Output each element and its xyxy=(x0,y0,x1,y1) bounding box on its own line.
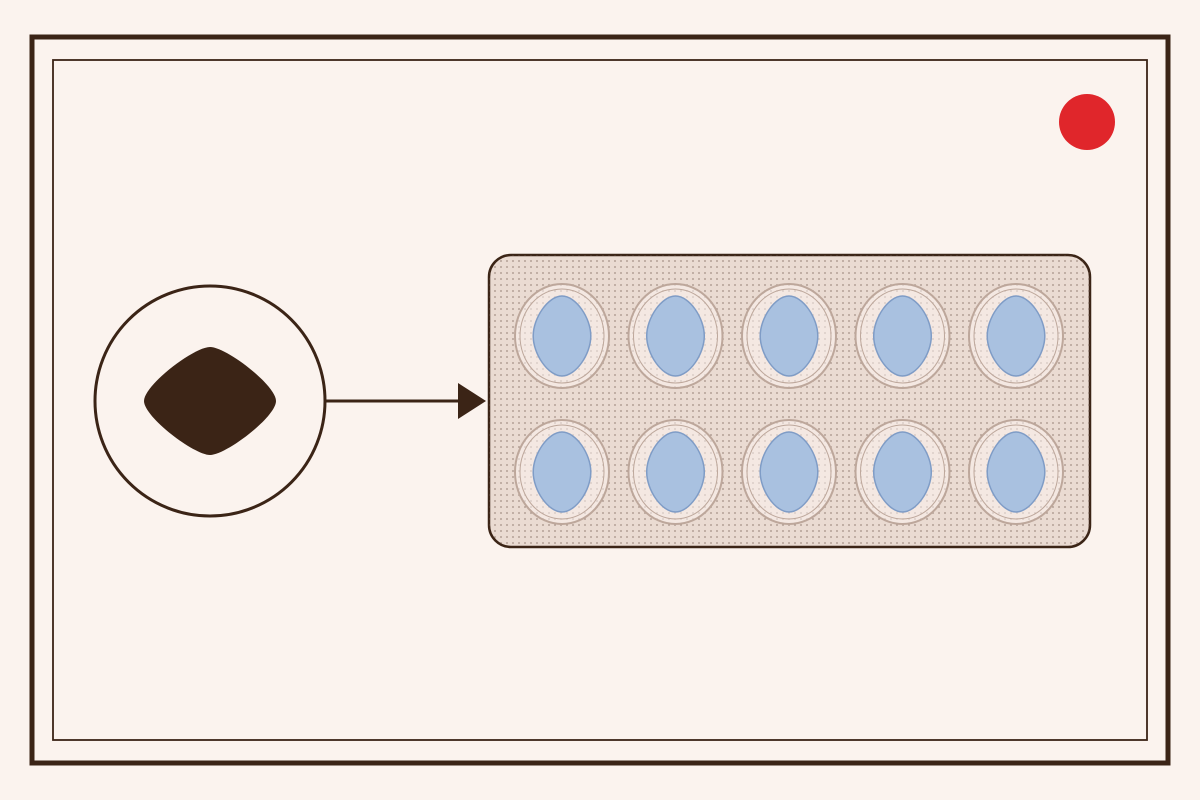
blister-pill-icon xyxy=(645,295,706,377)
blister-pill-icon xyxy=(986,295,1046,377)
blister-cavity-inner-ring xyxy=(519,288,605,384)
blister-cavity-inner-ring xyxy=(860,288,945,384)
arrow-right-icon xyxy=(458,383,486,419)
diamond-pill-icon xyxy=(144,347,276,455)
red-dot-icon xyxy=(1059,94,1115,150)
blister-pill-icon xyxy=(872,431,933,513)
blister-pill-icon xyxy=(532,295,592,377)
inner-frame xyxy=(52,59,1148,741)
blister-pill-icon xyxy=(532,431,592,513)
blister-pill-grid xyxy=(514,283,1064,525)
blister-pill-icon xyxy=(872,295,933,377)
blister-pill-icon xyxy=(645,431,706,513)
blister-cavity-inner-ring xyxy=(633,288,718,384)
blister-cavity-inner-ring xyxy=(860,424,945,520)
blister-pill-icon xyxy=(759,431,819,513)
blister-cavity-inner-ring xyxy=(973,288,1059,384)
outer-frame xyxy=(29,34,1171,766)
blister-pill-icon xyxy=(759,295,819,377)
blister-pack xyxy=(487,253,1092,549)
blister-cavity-inner-ring xyxy=(973,424,1059,520)
blister-cavity-inner-ring xyxy=(746,288,832,384)
blister-pill-icon xyxy=(986,431,1046,513)
blister-cavity-inner-ring xyxy=(746,424,832,520)
blister-cavity-inner-ring xyxy=(633,424,718,520)
blister-cavity-inner-ring xyxy=(519,424,605,520)
